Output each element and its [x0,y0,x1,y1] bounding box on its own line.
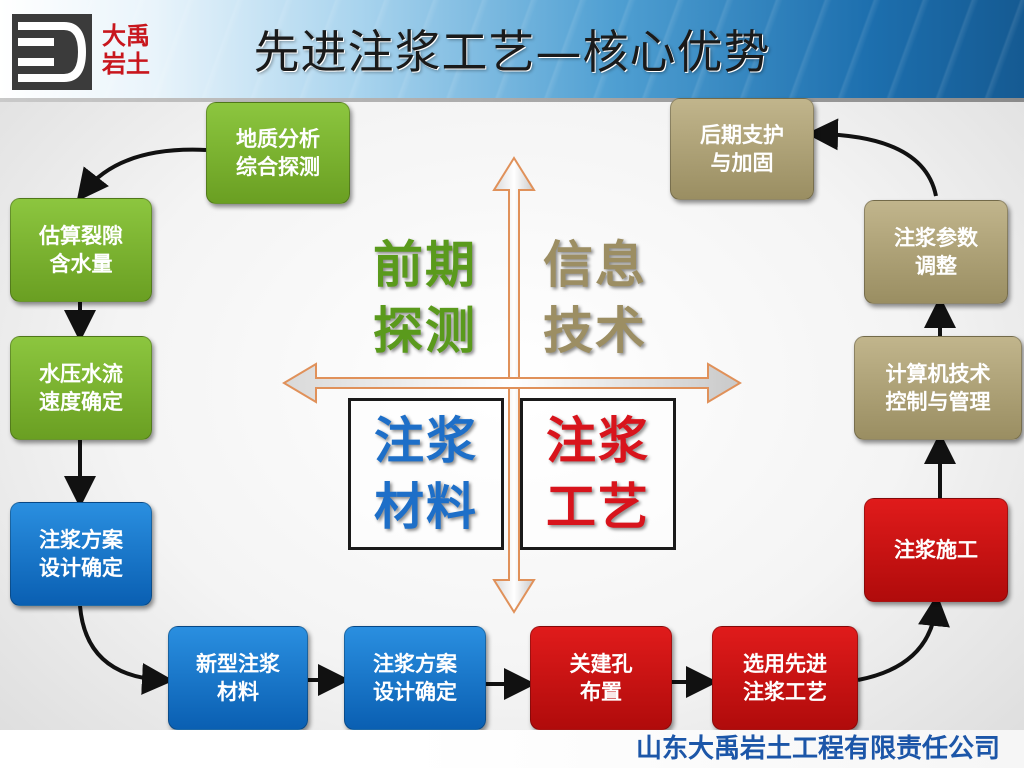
arrow-plan-to-material [78,605,174,695]
arrow-params-to-support [806,118,938,197]
quadrant-frame-material [348,398,504,550]
header-banner [0,0,1024,98]
company-logo-icon [12,14,92,90]
header-streaks [0,0,1024,98]
quadrant-grouting-process: 注浆 工艺 [546,412,650,536]
step-new-material: 新型注浆 材料 [168,626,308,730]
header-divider [0,98,1024,102]
quadrant-early-detection: 前期 探测 [373,236,477,360]
step-key-hole-layout: 关建孔 布置 [530,626,672,730]
center-cross-arrows [282,156,742,614]
footer-bar [0,730,1024,768]
step-computer-control: 计算机技术 控制与管理 [854,336,1022,440]
step-geology-analysis: 地质分析 综合探测 [206,102,350,204]
step-plan-design-left: 注浆方案 设计确定 [10,502,152,606]
arrow-select-to-construction [857,594,950,682]
company-logo-text: 大禹 岩土 [102,22,150,78]
step-late-support: 后期支护 与加固 [670,98,814,200]
quadrant-frame-process [520,398,676,550]
step-plan-design-bottom: 注浆方案 设计确定 [344,626,486,730]
page-title: 先进注浆工艺—核心优势 [253,25,771,79]
quadrant-information-tech: 信息 技术 [543,236,647,360]
horizontal-double-arrow [282,362,742,404]
step-estimate-water-content: 估算裂隙 含水量 [10,198,152,302]
footer-company-name: 山东大禹岩土工程有限责任公司 [635,734,1000,764]
step-water-pressure-speed: 水压水流 速度确定 [10,336,152,440]
arrow-geology-to-estimate [76,147,207,202]
step-parameter-adjust: 注浆参数 调整 [864,200,1008,304]
step-select-advanced-process: 选用先进 注浆工艺 [712,626,858,730]
step-grouting-construction: 注浆施工 [864,498,1008,602]
quadrant-grouting-material: 注浆 材料 [374,412,478,536]
